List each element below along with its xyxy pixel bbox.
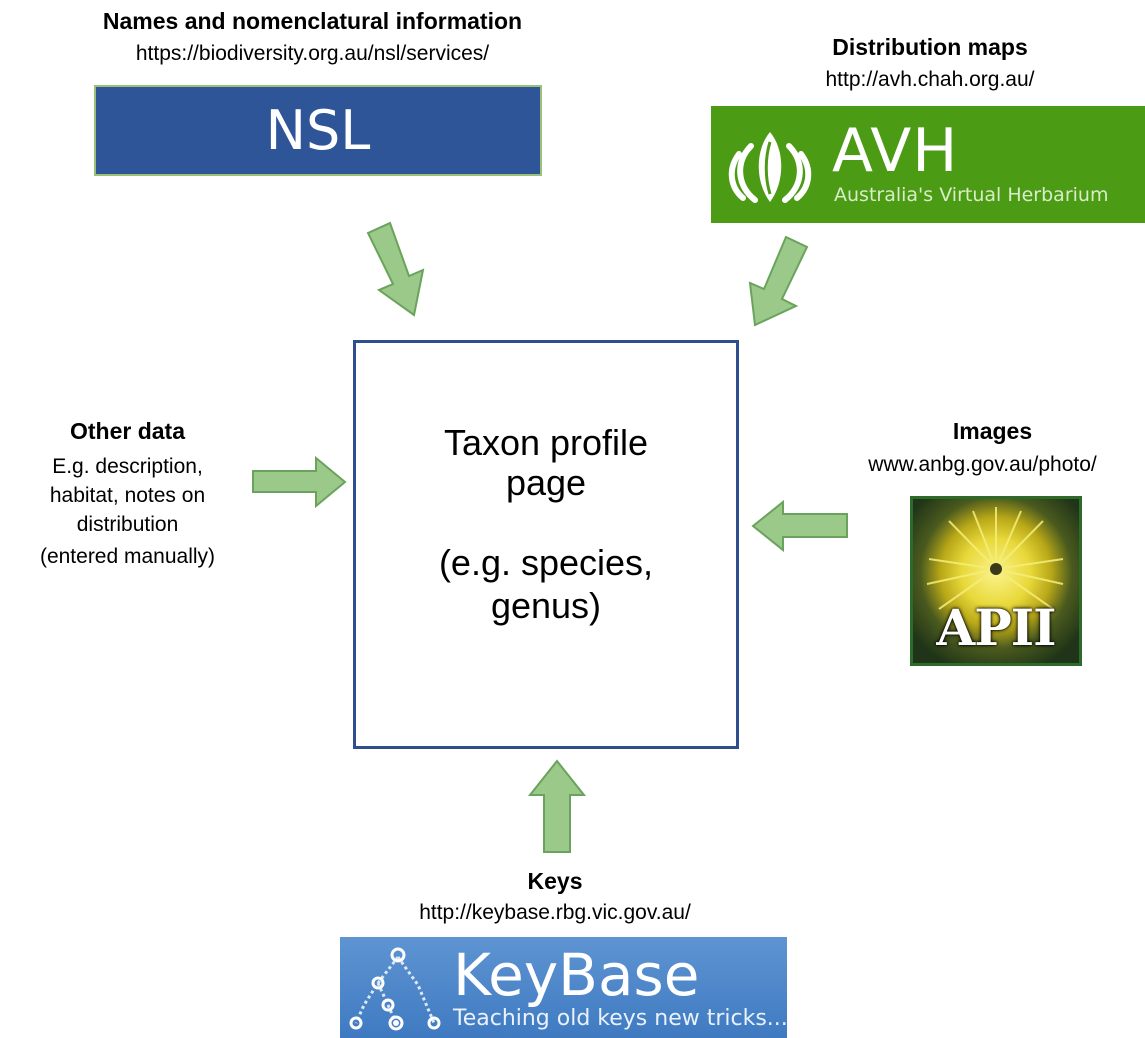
avh-logo-text: AVH [832,116,959,186]
images-title: Images [952,418,1033,444]
arrow-from-nsl [366,221,425,317]
other-data-title: Other data [69,418,186,444]
other-data-line-3: distribution [76,513,179,536]
tree-key-icon [349,947,441,1031]
apii-logo-text: APII [936,598,1056,657]
center-line-1: Taxon profile [443,422,649,463]
center-line-2: page [505,462,587,503]
apii-logo[interactable]: APII [910,496,1082,666]
keybase-logo-text: KeyBase [453,941,700,1009]
taxon-profile-page-box: Taxon profile page (e.g. species, genus) [353,340,739,749]
avh-url[interactable]: http://avh.chah.org.au/ [825,68,1035,91]
arrow-from-images [751,499,848,553]
flower-image [926,507,1064,610]
nsl-url[interactable]: https://biodiversity.org.au/nsl/services… [135,42,490,65]
other-data-line-2: habitat, notes on [49,484,206,507]
nsl-title: Names and nomenclatural information [102,8,523,34]
leaf-logo-icon [728,132,812,203]
nsl-logo-text: NSL [265,99,371,162]
nsl-logo[interactable]: NSL [94,85,542,176]
keybase-logo[interactable]: KeyBase Teaching old keys new tricks... [340,937,788,1038]
keybase-logo-subtitle: Teaching old keys new tricks... [453,1006,788,1031]
center-line-4: genus) [490,585,602,626]
images-url[interactable]: www.anbg.gov.au/photo/ [868,453,1097,476]
avh-title: Distribution maps [832,34,1028,60]
center-line-3: (e.g. species, [438,542,654,583]
keys-url[interactable]: http://keybase.rbg.vic.gov.au/ [419,901,691,924]
arrow-from-avh [748,235,809,327]
avh-logo[interactable]: AVH Australia's Virtual Herbarium [711,106,1145,223]
other-data-line-1: E.g. description, [52,455,203,478]
arrow-from-keys [527,759,587,853]
arrow-from-other [252,455,347,509]
other-data-line-4: (entered manually) [39,545,216,568]
keys-title: Keys [527,868,583,894]
avh-logo-subtitle: Australia's Virtual Herbarium [834,184,1109,206]
